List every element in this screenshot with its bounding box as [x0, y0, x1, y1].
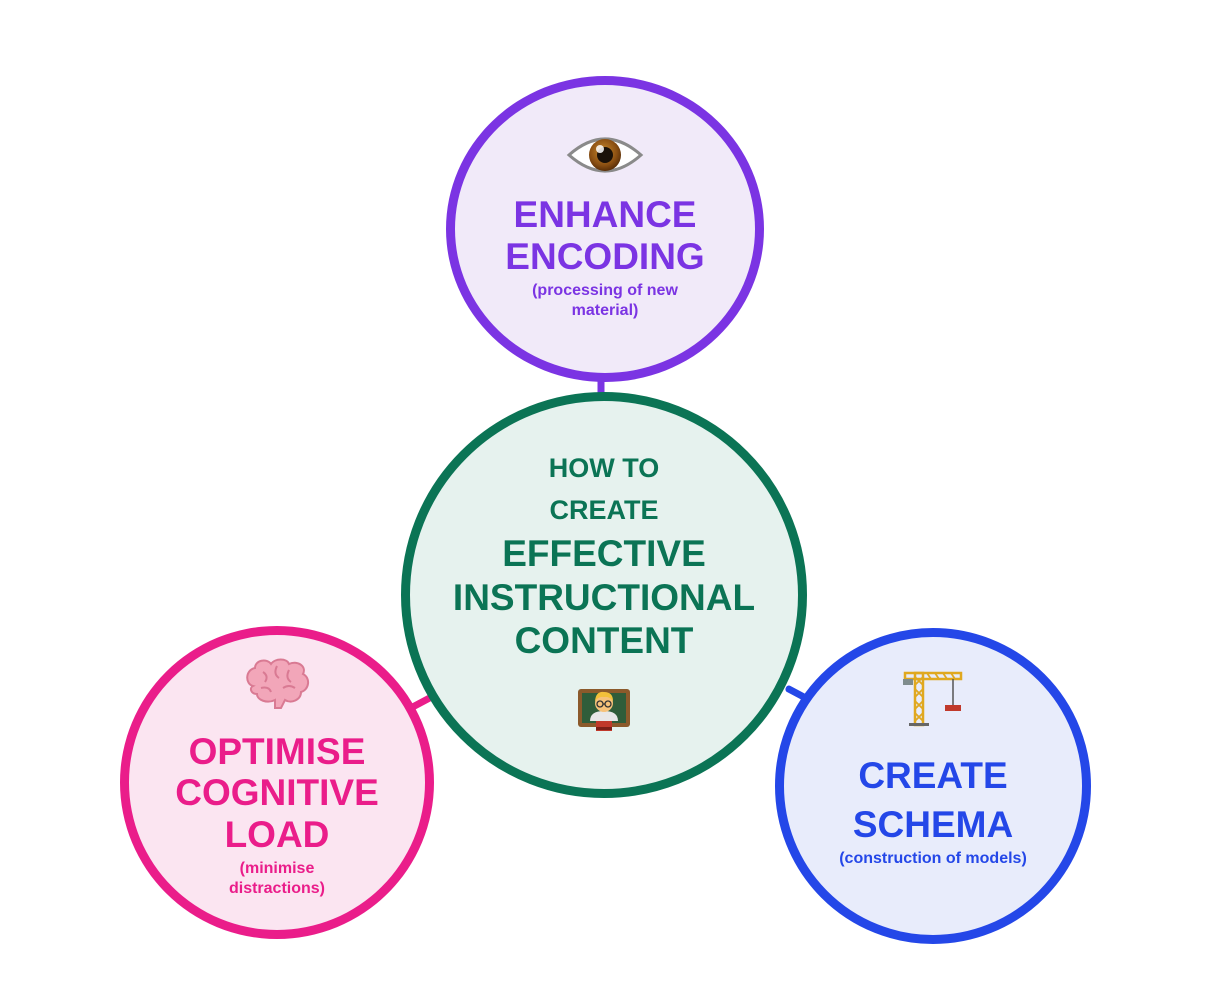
- schema-title-line2: SCHEMA: [852, 803, 1014, 845]
- eye-icon: [566, 131, 644, 184]
- optimise-subtitle: (minimise distractions): [228, 860, 325, 898]
- center-title-line2: INSTRUCTIONAL: [452, 576, 756, 618]
- optimise-cognitive-load-node: OPTIMISE COGNITIVE LOAD (minimise distra…: [120, 626, 434, 939]
- central-topic-node: HOW TO CREATE EFFECTIVE INSTRUCTIONAL CO…: [401, 392, 807, 798]
- crane-icon: [901, 667, 965, 732]
- optimise-title-line3: LOAD: [224, 813, 330, 855]
- schema-subtitle: (construction of models): [839, 850, 1027, 868]
- center-title-line3: CONTENT: [514, 620, 694, 662]
- enhance-encoding-node: ENHANCE ENCODING (processing of new mate…: [446, 76, 764, 382]
- enhance-subtitle: (processing of new material): [532, 281, 678, 319]
- center-pre-line1: HOW TO: [548, 453, 660, 484]
- center-title-line1: EFFECTIVE: [502, 532, 706, 574]
- enhance-title-line2: ENCODING: [505, 235, 705, 277]
- schema-title-line1: CREATE: [858, 754, 1008, 796]
- brain-icon: [241, 656, 313, 717]
- teacher-icon: [576, 681, 632, 742]
- enhance-title-line1: ENHANCE: [513, 194, 697, 236]
- optimise-title-line1: OPTIMISE: [188, 730, 366, 772]
- center-pre-line2: CREATE: [549, 495, 659, 526]
- optimise-title-line2: COGNITIVE: [175, 772, 379, 814]
- create-schema-node: CREATE SCHEMA (construction of models): [775, 628, 1091, 944]
